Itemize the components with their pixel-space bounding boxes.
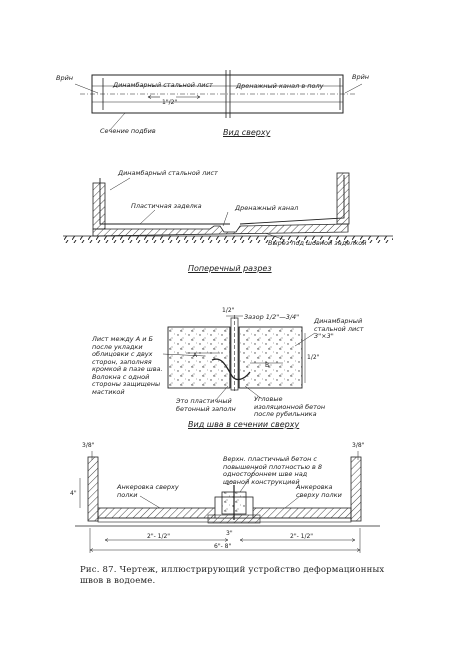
- view4-mid-dim: 1": [226, 480, 233, 487]
- view3-bottom-left-label: Это пластичный бетонный заполн: [176, 397, 236, 413]
- view4-anchor-right-label: Анкеровка сверху полки: [296, 483, 342, 499]
- view3-bottom-right-label: Угловые изоляционной бетон после рубильн…: [254, 395, 326, 418]
- view4-section: [75, 451, 380, 553]
- view4-side-left-dim: 4": [70, 490, 77, 497]
- view3-dim-top: 1/2": [222, 307, 235, 314]
- view4-total-dim: 6"- 8": [214, 543, 232, 550]
- view3-dim-b: B: [265, 362, 270, 369]
- view3-steel-sheet-label: Динамбарный стальной лист 3"×3": [314, 317, 364, 340]
- view2-steel-sheet-label: Динамбарный стальной лист: [118, 169, 218, 177]
- view4-span-right-dim: 2"- 1/2": [290, 533, 314, 540]
- view2-title: Поперечный разрез: [188, 264, 272, 273]
- view2-section: [63, 172, 393, 243]
- view4-anchor-left-label: Анкеровка сверху полки: [117, 483, 179, 499]
- view2-drain-channel-label: Дренажный канал: [235, 204, 299, 212]
- view1-section-rod-label: Сечение подбив: [100, 127, 156, 135]
- view2-cut-under-floor-label: Вырез под шовной заделкой: [268, 239, 367, 247]
- view1-wire-right-label: Врйн: [352, 73, 370, 81]
- view1-wire-left-label: Врйн: [56, 74, 74, 82]
- view2-plastic-seal-label: Пластичная заделка: [131, 202, 202, 210]
- view3-title: Вид шва в сечении сверху: [188, 420, 300, 429]
- view3-left-note: Лист между А и Б после укладки облицовки…: [92, 335, 163, 396]
- view3-dim-a: A: [193, 352, 198, 359]
- view1-title: Вид сверху: [223, 128, 271, 137]
- view4-top-note: Верхн. пластичный бетон с повышенной пло…: [223, 455, 323, 486]
- view4-center-dim: 3": [226, 530, 233, 537]
- view1-plan: [74, 70, 363, 131]
- view1-dim-half: 1"/2": [162, 99, 178, 106]
- view3-dim-right: 1/2": [307, 354, 320, 361]
- view4-dim-left-top: 3/8": [82, 442, 95, 449]
- view4-span-left-dim: 2"- 1/2": [147, 533, 171, 540]
- view1-steel-sheet-label: Динамбарный стальной лист: [113, 81, 213, 89]
- figure-caption: Рис. 87. Чертеж, иллюстрирующий устройст…: [80, 565, 385, 586]
- view3-detail: [162, 315, 316, 401]
- view4-dim-right-top: 3/8": [352, 442, 365, 449]
- view3-gap-note: Зазор 1/2"—3/4": [244, 313, 300, 321]
- view1-drain-channel-label: Дренажный канал в полу: [236, 82, 324, 90]
